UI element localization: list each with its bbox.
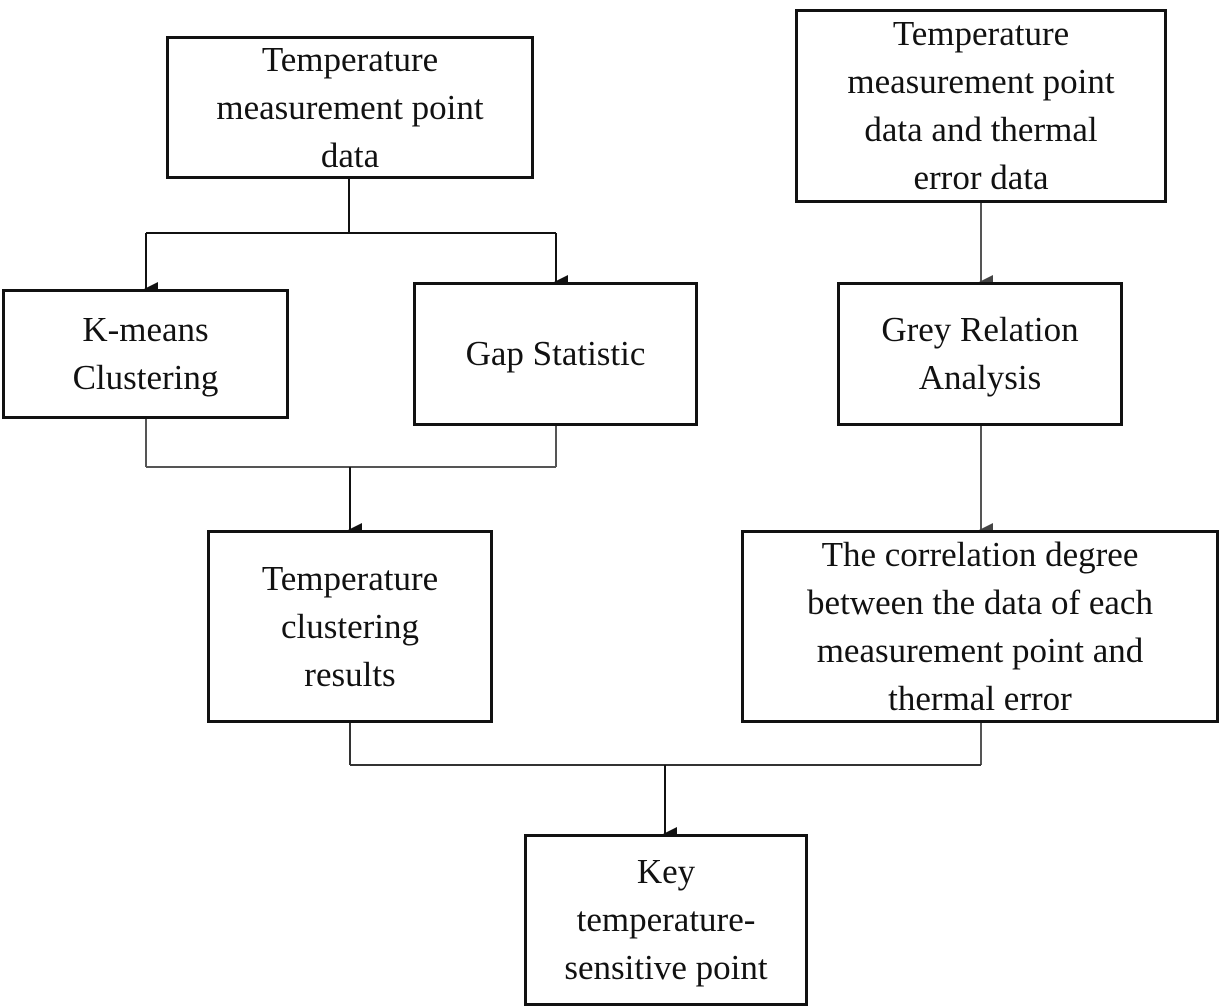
node-grey-relation-analysis: Grey Relation Analysis — [837, 282, 1123, 426]
node-label: Key temperature- sensitive point — [564, 852, 768, 987]
node-temperature-clustering-results: Temperature clustering results — [207, 530, 493, 723]
node-label: Grey Relation Analysis — [881, 310, 1079, 397]
node-label: Gap Statistic — [465, 334, 646, 373]
node-label: The correlation degree between the data … — [807, 534, 1153, 718]
node-label: Temperature clustering results — [261, 558, 439, 694]
node-key-temperature-sensitive-point: Key temperature- sensitive point — [524, 834, 808, 1006]
node-gap-statistic: Gap Statistic — [413, 282, 698, 426]
node-label: Temperature measurement point data and t… — [847, 14, 1115, 197]
node-label: K-means Clustering — [72, 310, 219, 397]
node-kmeans-clustering: K-means Clustering — [2, 289, 289, 419]
connector-final-merge — [349, 722, 982, 841]
connector-clustering-merge — [145, 418, 557, 537]
node-temperature-measurement-data: Temperature measurement point data — [166, 36, 534, 179]
node-temperature-and-thermal-error-data: Temperature measurement point data and t… — [795, 9, 1167, 203]
node-label: Temperature measurement point data — [216, 39, 484, 175]
connector-temp-data-split — [144, 178, 568, 296]
node-correlation-degree: The correlation degree between the data … — [741, 530, 1219, 723]
